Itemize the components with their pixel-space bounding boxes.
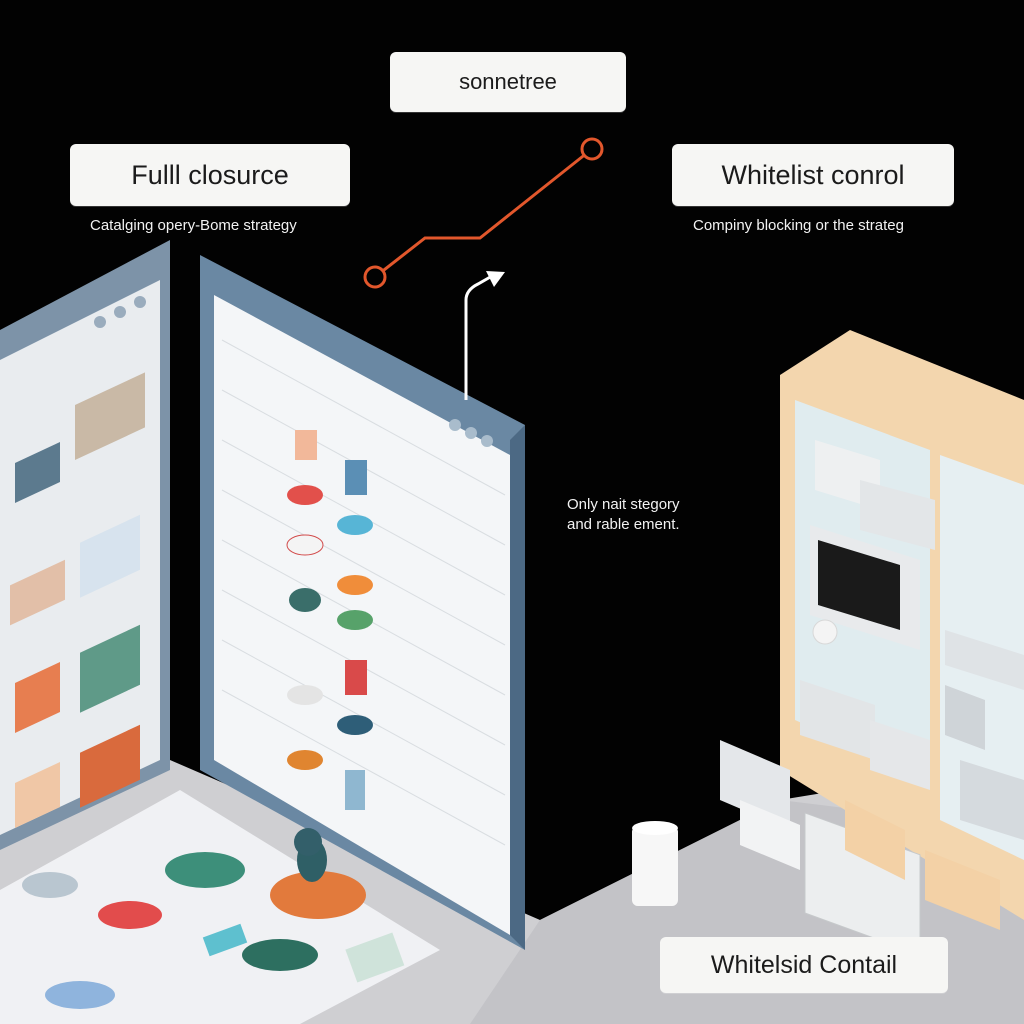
left-title-label: Fulll closurce xyxy=(70,144,350,206)
floor-catalog-sheet xyxy=(0,790,440,1024)
middle-caption-line-1: Only nait stegory xyxy=(567,496,680,513)
right-title-label: Whitelist conrol xyxy=(672,144,954,206)
top-label: sonnetree xyxy=(390,52,626,112)
top-label-text: sonnetree xyxy=(459,69,557,94)
bottom-label: Whitelsid Contail xyxy=(660,937,948,993)
connector-end-node xyxy=(580,137,604,161)
left-catalog-panel xyxy=(0,240,170,850)
middle-caption-line-2: and rable ement. xyxy=(567,516,680,533)
right-caption: Compiny blocking or the strateg xyxy=(693,217,904,234)
connector-start-node xyxy=(363,265,387,289)
center-catalog-panel xyxy=(200,255,525,950)
left-caption: Catalging opery-Bome strategy xyxy=(90,217,297,234)
shelf-unit xyxy=(632,330,1024,956)
right-title-text: Whitelist conrol xyxy=(721,159,905,190)
middle-caption: Only nait stegory and rable ement. xyxy=(567,495,680,535)
arrow-icon xyxy=(464,271,505,400)
connector-line xyxy=(363,137,604,289)
bottom-label-text: Whitelsid Contail xyxy=(710,950,898,979)
left-title-text: Fulll closurce xyxy=(131,159,289,190)
